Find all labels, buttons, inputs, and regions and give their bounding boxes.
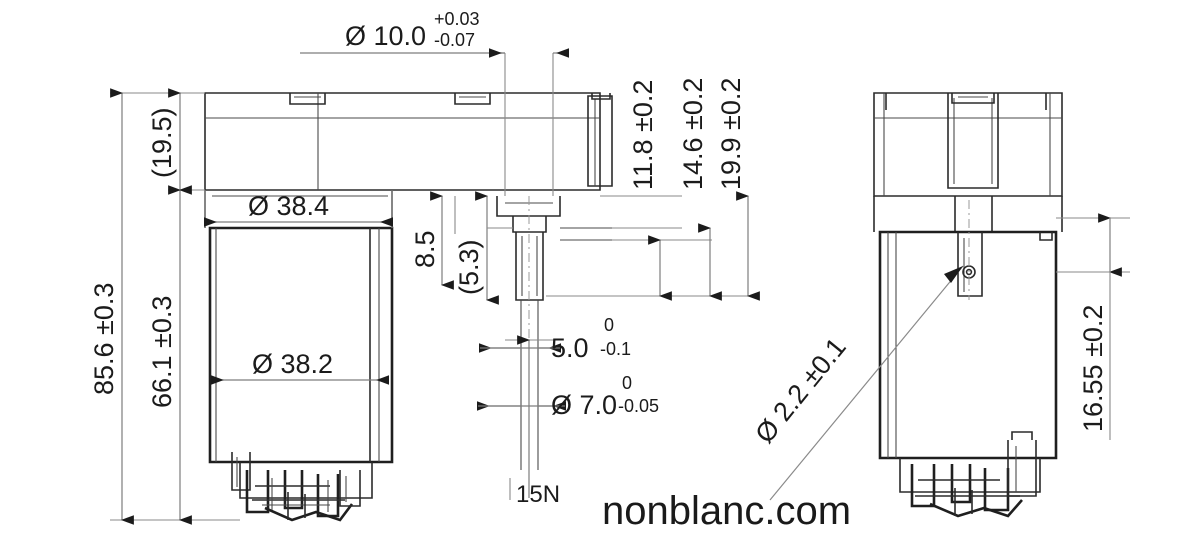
dim-shaft-diameter-value: Ø 7.0 bbox=[551, 390, 617, 420]
front-view-geometry bbox=[204, 92, 613, 522]
watermark: nonblanc.com bbox=[602, 489, 851, 533]
note-force-label: 15N bbox=[516, 481, 560, 508]
dim-right-1: 11.8 ±0.2 bbox=[628, 80, 658, 190]
dim-step-height: 8.5 bbox=[410, 230, 440, 268]
dim-top-bore-value: Ø 10.0 bbox=[345, 21, 426, 51]
dim-outer-diameter: Ø 38.4 bbox=[248, 191, 329, 221]
dim-shaft-flat-tol-upper: 0 bbox=[604, 315, 614, 335]
dim-shaft-step: (5.3) bbox=[454, 239, 484, 295]
dim-cap-height: (19.5) bbox=[147, 107, 177, 178]
dim-shaft-flat-value: 5.0 bbox=[551, 333, 589, 363]
dim-top-bore-tol-upper: +0.03 bbox=[434, 9, 480, 29]
dim-inner-diameter: Ø 38.2 bbox=[252, 349, 333, 379]
dim-shaft-diameter-tol-upper: 0 bbox=[622, 373, 632, 393]
dim-right-3: 19.9 ±0.2 bbox=[716, 78, 746, 190]
dim-shaft-flat-tol-lower: -0.1 bbox=[600, 339, 631, 359]
side-view-geometry bbox=[873, 92, 1063, 518]
dim-shaft-diameter-tol-lower: -0.05 bbox=[618, 396, 659, 416]
dim-side-height: 16.55 ±0.2 bbox=[1078, 305, 1108, 432]
dim-top-bore-tol-lower: -0.07 bbox=[434, 30, 475, 50]
dim-body-height: 66.1 ±0.3 bbox=[147, 296, 177, 408]
dim-right-2: 14.6 ±0.2 bbox=[678, 78, 708, 190]
side-view-dimensions bbox=[769, 213, 1130, 501]
dim-pin-hole: Ø 2.2 ±0.1 bbox=[749, 332, 852, 449]
dim-overall-height: 85.6 ±0.3 bbox=[89, 283, 119, 395]
front-view-dimensions bbox=[110, 48, 760, 525]
